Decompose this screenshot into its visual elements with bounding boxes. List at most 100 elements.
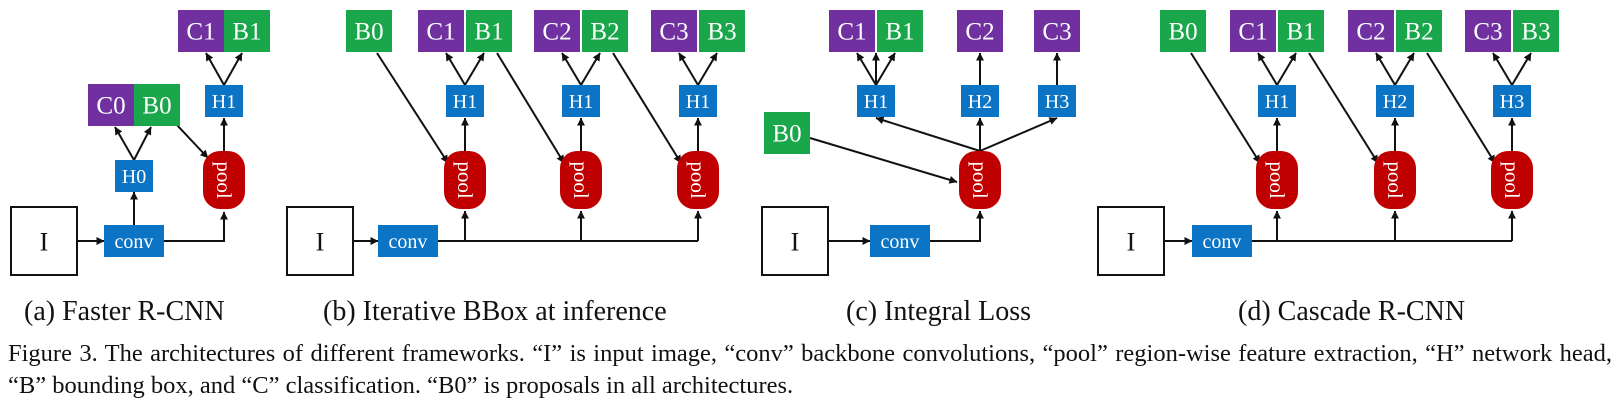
class-box-c3 <box>1034 10 1080 52</box>
arrow <box>1426 52 1496 164</box>
pool-label: pool <box>1500 161 1524 199</box>
arrow <box>1511 52 1532 86</box>
head-box-h2 <box>961 85 999 117</box>
class-label-c1: C1 <box>186 19 215 46</box>
head-label-h0: H0 <box>122 166 146 188</box>
arrow <box>1257 52 1278 86</box>
class-box-c0 <box>88 84 134 126</box>
class-box-c2 <box>1348 10 1394 52</box>
arrow <box>1375 52 1396 86</box>
head-label-h3: H3 <box>1500 91 1524 113</box>
input-image-box <box>286 206 354 276</box>
arrow <box>930 210 984 242</box>
arrow <box>979 117 1058 152</box>
arrow <box>875 52 896 86</box>
class-box-c1 <box>1230 10 1276 52</box>
class-box-c2 <box>534 10 580 52</box>
bbox-label-b1: B1 <box>1286 19 1315 46</box>
arrow <box>561 52 582 86</box>
bbox-box-b0 <box>134 84 180 126</box>
bbox-label-b0: B0 <box>354 19 383 46</box>
arrow <box>809 137 958 184</box>
bbox-label-b1: B1 <box>474 19 503 46</box>
bbox-label-b1: B1 <box>885 19 914 46</box>
arrow <box>1190 52 1261 164</box>
head-box-h1 <box>679 85 717 117</box>
arrow <box>875 116 981 152</box>
head-label-h1: H1 <box>569 91 593 113</box>
head-box-h1 <box>562 85 600 117</box>
head-box-h3 <box>1493 85 1531 117</box>
class-box-c3 <box>651 10 697 52</box>
conv-block <box>1192 225 1252 257</box>
arrow <box>697 52 718 86</box>
conv-label: conv <box>115 231 154 253</box>
class-label-c1: C1 <box>837 19 866 46</box>
bbox-label-b2: B2 <box>1404 19 1433 46</box>
pool-block <box>560 151 602 209</box>
pool-block <box>1491 151 1533 209</box>
pool-label: pool <box>968 161 992 199</box>
pool-block <box>1374 151 1416 209</box>
class-label-c2: C2 <box>542 19 571 46</box>
pool-label: pool <box>1265 161 1289 199</box>
arrow <box>114 126 135 161</box>
bbox-box-b2 <box>582 10 628 52</box>
arrow <box>205 52 225 86</box>
bbox-box-b3 <box>699 10 745 52</box>
arrow <box>1308 52 1379 164</box>
class-box-c2 <box>957 10 1003 52</box>
arrow <box>580 52 601 86</box>
head-label-h1: H1 <box>453 91 477 113</box>
pool-label: pool <box>686 161 710 199</box>
arrow <box>1492 52 1513 86</box>
head-label-h2: H2 <box>968 91 992 113</box>
pool-block <box>1256 151 1298 209</box>
bbox-box-b1 <box>1278 10 1324 52</box>
class-box-c1 <box>178 10 224 52</box>
pool-label: pool <box>1383 161 1407 199</box>
pool-block <box>959 151 1001 209</box>
conv-label: conv <box>389 231 428 253</box>
bbox-label-b3: B3 <box>707 19 736 46</box>
pool-block <box>203 151 245 209</box>
head-box-h3 <box>1038 85 1076 117</box>
head-box-h1 <box>857 85 895 117</box>
head-label-h3: H3 <box>1045 91 1069 113</box>
class-label-c3: C3 <box>1473 19 1502 46</box>
arrow <box>496 52 565 164</box>
input-label: I <box>1127 228 1136 257</box>
input-image-box <box>1097 206 1165 276</box>
conv-block <box>378 225 438 257</box>
class-box-c1 <box>829 10 875 52</box>
bbox-box-b0 <box>1160 10 1206 52</box>
arrow <box>1394 52 1415 86</box>
arrow <box>464 52 485 86</box>
conv-label: conv <box>881 231 920 253</box>
bbox-label-b0: B0 <box>142 93 171 120</box>
head-label-h2: H2 <box>1383 91 1407 113</box>
head-box-h1 <box>446 85 484 117</box>
class-label-c1: C1 <box>426 19 455 46</box>
connection-lines <box>78 52 1532 245</box>
arrow <box>175 123 209 159</box>
bbox-box-b0 <box>764 112 810 154</box>
input-image-box <box>761 206 829 276</box>
arrow <box>612 52 682 164</box>
bbox-label-b0: B0 <box>772 121 801 148</box>
head-box-h1 <box>1258 85 1296 117</box>
pool-label: pool <box>453 161 477 199</box>
head-label-h1: H1 <box>864 91 888 113</box>
caption-faster-rcnn: (a) Faster R-CNN <box>24 296 225 327</box>
arrow <box>445 52 466 86</box>
pool-label: pool <box>212 161 236 199</box>
bbox-box-b1 <box>224 10 270 52</box>
head-box-h1 <box>205 85 243 117</box>
class-label-c2: C2 <box>1356 19 1385 46</box>
bbox-label-b2: B2 <box>590 19 619 46</box>
bbox-label-b1: B1 <box>232 19 261 46</box>
bbox-label-b0: B0 <box>1168 19 1197 46</box>
arrow <box>376 52 449 164</box>
